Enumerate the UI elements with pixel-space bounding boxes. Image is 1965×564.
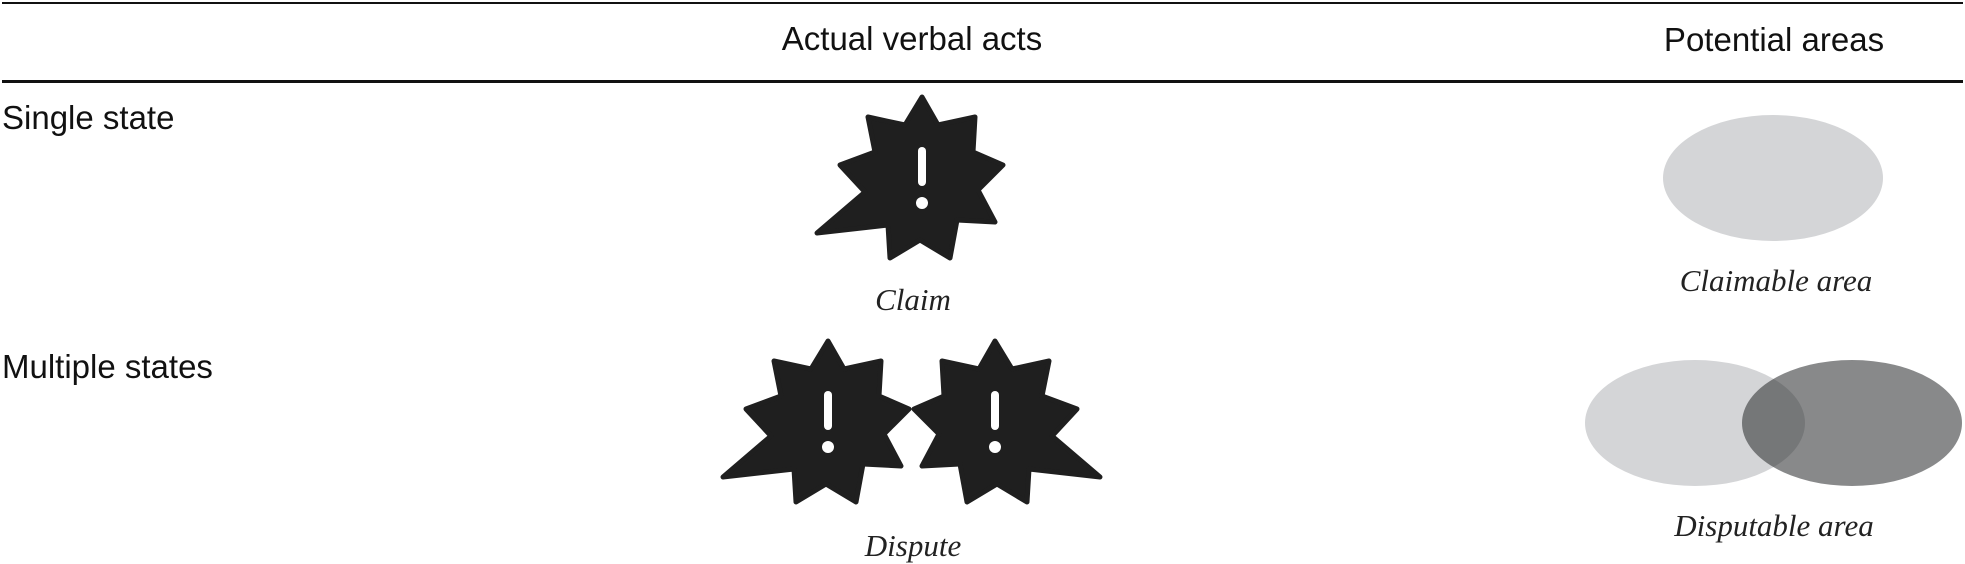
table-header-rule (2, 80, 1963, 83)
caption-claimable-area: Claimable area (1679, 263, 1873, 298)
claim-burst-icon (817, 97, 1003, 258)
claimable-area-ellipse (1663, 115, 1883, 241)
table-top-rule (2, 2, 1963, 4)
dispute-burst-icon-left (723, 341, 909, 502)
row-label-multiple-states: Multiple states (2, 348, 213, 385)
disputable-area-ellipse-right (1742, 360, 1962, 486)
caption-dispute: Dispute (864, 528, 962, 563)
column-header-potential-areas: Potential areas (1663, 21, 1885, 58)
caption-claim: Claim (875, 282, 951, 317)
column-header-actual-verbal-acts: Actual verbal acts (781, 20, 1043, 57)
row-label-single-state: Single state (2, 99, 175, 136)
disputable-area-ellipse-left (1585, 360, 1805, 486)
caption-disputable-area: Disputable area (1674, 508, 1874, 543)
dispute-burst-icon-right (914, 341, 1100, 502)
